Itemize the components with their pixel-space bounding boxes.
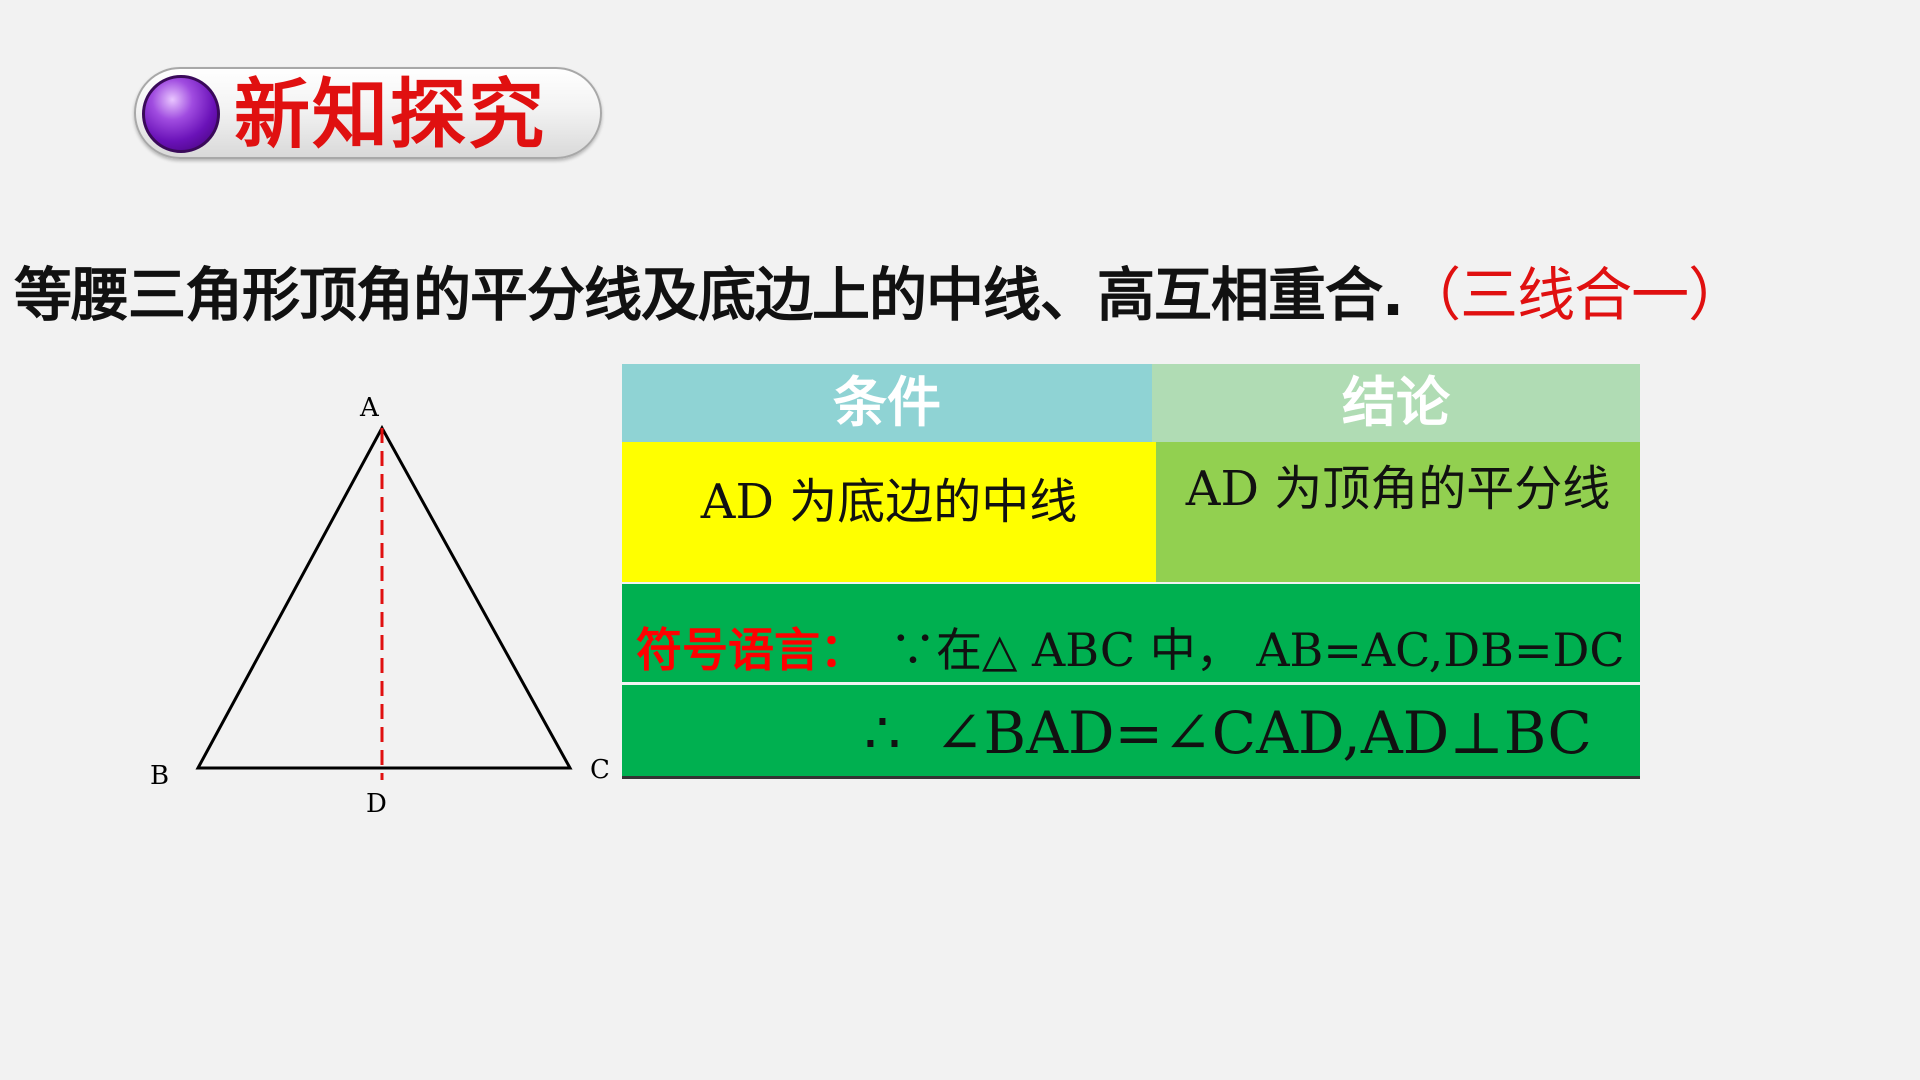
table-bottom-rule <box>622 776 1640 779</box>
section-title-pill: 新知探究 <box>134 67 602 159</box>
vertex-label-b: B <box>150 761 169 791</box>
triangle-abc <box>195 424 573 770</box>
conclusion-header: 结论 <box>1152 364 1640 442</box>
theorem-statement: 等腰三角形顶角的平分线及底边上的中线、高互相重合.（三线合一） <box>14 248 1914 332</box>
given-text: 在△ ABC 中， AB=AC,DB=DC <box>936 623 1625 677</box>
result-text: ∠BAD=∠CAD,AD⊥BC <box>934 699 1592 767</box>
therefore-symbol: ∴ <box>864 699 901 767</box>
theorem-text: 等腰三角形顶角的平分线及底边上的中线、高互相重合 <box>14 261 1383 329</box>
condition-header: 条件 <box>622 364 1152 442</box>
isosceles-triangle-figure: A B C D <box>150 393 610 819</box>
purple-ball-icon <box>142 75 220 153</box>
theorem-highlight: （三线合一） <box>1403 261 1746 329</box>
theorem-period: . <box>1382 261 1404 329</box>
section-title: 新知探究 <box>234 70 546 159</box>
because-symbol: ∵ <box>890 623 936 677</box>
vertex-label-a: A <box>359 393 380 423</box>
vertex-label-c: C <box>590 755 610 785</box>
symbolic-label: 符号语言： <box>636 623 866 677</box>
symbolic-result-row: ∴ ∠BAD=∠CAD,AD⊥BC <box>622 685 1640 776</box>
point-label-d: D <box>366 789 387 819</box>
symbolic-given-row: 符号语言： ∵在△ ABC 中， AB=AC,DB=DC <box>622 584 1640 682</box>
conclusion-cell: AD 为顶角的平分线 <box>1156 442 1640 582</box>
condition-cell: AD 为底边的中线 <box>622 442 1156 582</box>
